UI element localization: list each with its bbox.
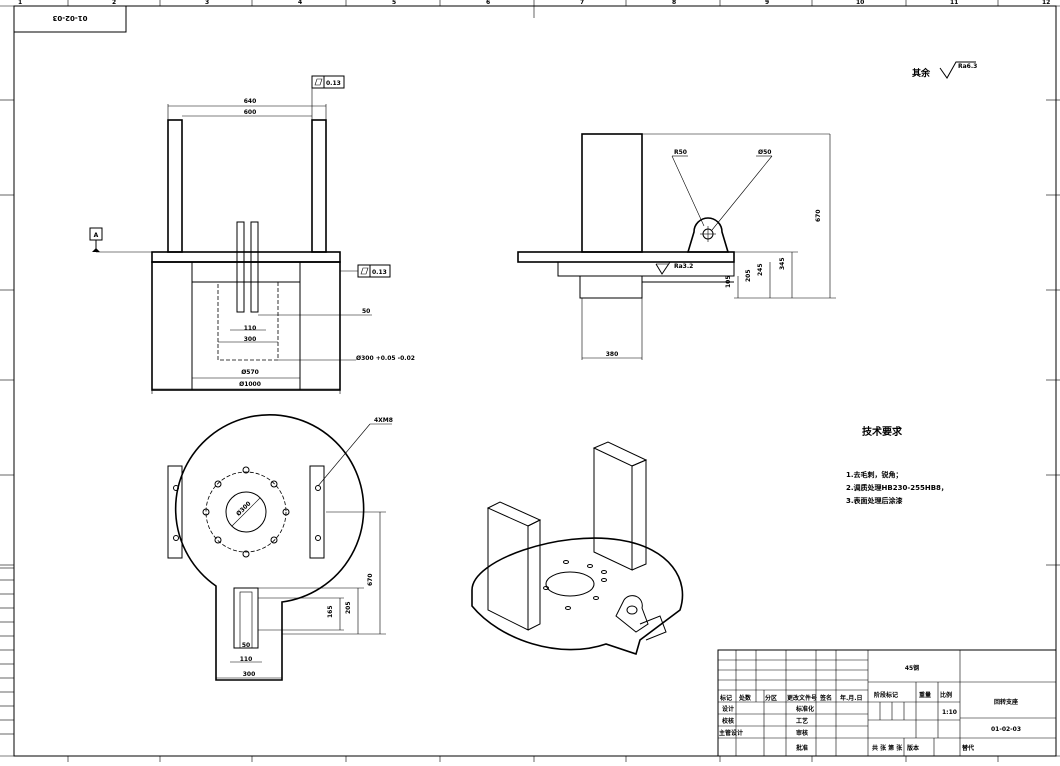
zone-number: 6 bbox=[486, 0, 490, 6]
roughness-note: 其余 Ra6.3 bbox=[912, 61, 977, 79]
left-label: 设计 bbox=[722, 705, 734, 713]
tech-req-item: 3.表面处理后涂漆 bbox=[846, 496, 903, 505]
dim-570: Ø570 bbox=[241, 369, 259, 376]
mid-label: 标准化 bbox=[795, 705, 814, 713]
dim-50: 50 bbox=[362, 308, 370, 315]
roughness-symbol bbox=[939, 61, 976, 79]
weight-label: 重量 bbox=[919, 691, 931, 699]
row-label: 处数 bbox=[738, 694, 752, 702]
zone-number: 1 bbox=[18, 0, 22, 6]
replace-label: 替代 bbox=[961, 744, 974, 752]
flatness-value: 0.13 bbox=[372, 269, 387, 276]
tech-req-item: 2.调质处理HB230-255HB8， bbox=[846, 483, 948, 492]
part-name: 回转支座 bbox=[994, 698, 1018, 706]
dim-pin-dia: Ø50 bbox=[758, 149, 771, 156]
dim-w300: 300 bbox=[243, 671, 256, 678]
zone-number: 2 bbox=[112, 0, 116, 6]
dim-165-top: 165 bbox=[327, 605, 334, 618]
dim-600: 600 bbox=[244, 109, 257, 116]
dim-w50: 50 bbox=[242, 642, 250, 649]
zone-number: 10 bbox=[856, 0, 864, 6]
zone-number: 12 bbox=[1042, 0, 1050, 6]
mid-label: 批准 bbox=[796, 744, 808, 752]
tech-req-title: 技术要求 bbox=[862, 425, 903, 438]
roughness-side: Ra3.2 bbox=[674, 263, 693, 270]
scale-label: 比例 bbox=[940, 691, 952, 699]
dim-205: 205 bbox=[745, 269, 752, 282]
dim-205-top: 205 bbox=[345, 601, 352, 614]
zone-number: 4 bbox=[298, 0, 302, 6]
row-label: 标记 bbox=[719, 694, 732, 702]
tech-requirements: 技术要求 1.去毛刺，锐角； 2.调质处理HB230-255HB8， 3.表面处… bbox=[846, 425, 948, 505]
left-label: 校核 bbox=[722, 717, 734, 725]
stage-label: 阶段标记 bbox=[874, 691, 898, 699]
mid-label: 工艺 bbox=[796, 717, 808, 725]
row-label: 更改文件号 bbox=[787, 694, 817, 702]
dim-1000: Ø1000 bbox=[239, 381, 261, 388]
dim-tolerance: Ø300 +0.05 -0.02 bbox=[356, 355, 415, 362]
drawing-number-box: 01-02-03 bbox=[13, 5, 127, 33]
dim-105: 105 bbox=[725, 275, 732, 288]
isometric-view bbox=[471, 441, 684, 656]
material: 45钢 bbox=[905, 664, 919, 672]
zone-number: 11 bbox=[950, 0, 958, 6]
dim-r50: R50 bbox=[674, 149, 687, 156]
version-label: 版本 bbox=[906, 744, 920, 752]
zone-number: 8 bbox=[672, 0, 676, 6]
left-label: 主管设计 bbox=[719, 729, 743, 737]
front-view: A 0.13 0.13 640 600 110 300 50 Ø300 +0.0… bbox=[89, 75, 415, 394]
roughness-value: Ra6.3 bbox=[958, 63, 977, 70]
dim-670-top: 670 bbox=[367, 573, 374, 586]
dim-245: 245 bbox=[757, 263, 764, 276]
tech-req-item: 1.去毛刺，锐角； bbox=[846, 470, 903, 479]
title-block: 45钢 回转支座 01-02-03 阶段标记 重量 比例 1:10 共 张 第 … bbox=[717, 649, 1057, 757]
dim-640: 640 bbox=[244, 98, 257, 105]
zone-number: 9 bbox=[765, 0, 769, 6]
mid-label: 审核 bbox=[796, 729, 808, 737]
dim-bolt-circle: Ø300 bbox=[235, 500, 252, 517]
dim-w110: 110 bbox=[240, 656, 253, 663]
dim-300: 300 bbox=[244, 336, 257, 343]
datum-label: A bbox=[94, 232, 99, 239]
sheet-total: 共 张 第 张 bbox=[872, 744, 903, 752]
roughness-label: 其余 bbox=[912, 67, 931, 79]
dim-110: 110 bbox=[244, 325, 257, 332]
zone-number: 5 bbox=[392, 0, 396, 6]
row-label: 分区 bbox=[765, 694, 777, 702]
zone-number: 3 bbox=[205, 0, 209, 6]
holes-note: 4XM8 bbox=[374, 417, 393, 424]
row-label: 年.月.日 bbox=[840, 694, 863, 702]
top-view: Ø300 4XM8 670 205 165 50 110 300 bbox=[167, 414, 393, 681]
drawing-number-mirrored: 01-02-03 bbox=[52, 14, 87, 22]
dim-670: 670 bbox=[815, 209, 822, 222]
scale-value: 1:10 bbox=[942, 709, 957, 716]
flatness-value: 0.13 bbox=[326, 80, 341, 87]
row-label: 签名 bbox=[819, 694, 832, 702]
dim-380: 380 bbox=[606, 351, 619, 358]
drawing-number: 01-02-03 bbox=[991, 726, 1021, 733]
side-view: R50 Ø50 670 345 245 105 205 380 Ra3.2 bbox=[517, 133, 836, 360]
zone-number: 7 bbox=[580, 0, 584, 6]
dim-345: 345 bbox=[779, 257, 786, 270]
